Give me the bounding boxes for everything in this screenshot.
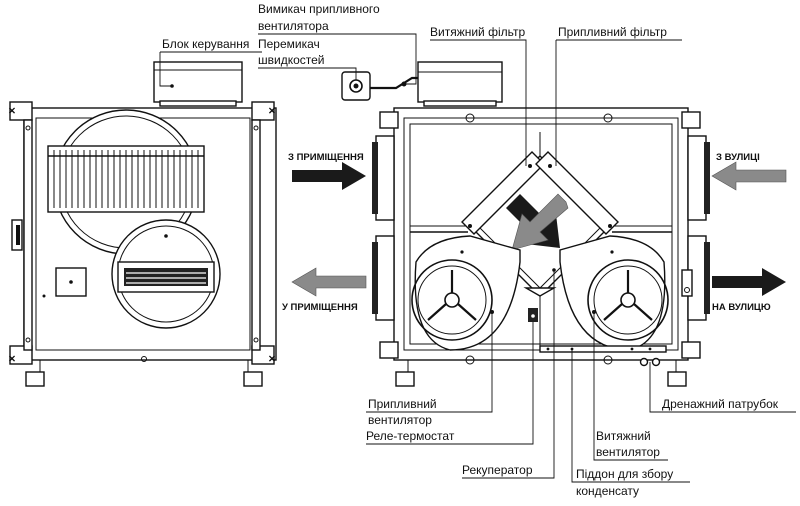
supply-fan-wheel bbox=[411, 259, 493, 341]
exhaust-fan-wheel bbox=[587, 259, 669, 341]
exhaust-fan-label-2: вентилятор bbox=[596, 445, 660, 459]
to-street-arrow bbox=[712, 268, 786, 296]
svg-text:✕: ✕ bbox=[8, 106, 16, 117]
right-front-view bbox=[341, 61, 710, 387]
from-room-arrow bbox=[292, 162, 366, 190]
svg-text:✕: ✕ bbox=[268, 354, 276, 365]
callout-labels: Блок керування Вимикач припливного венти… bbox=[162, 2, 779, 498]
exhaust-fan-housing bbox=[559, 235, 666, 351]
exhaust-filter-label: Витяжний фільтр bbox=[430, 25, 525, 39]
control-box bbox=[153, 61, 243, 103]
supply-fan-label-2: вентилятор bbox=[368, 413, 432, 427]
leader-lines bbox=[159, 33, 796, 483]
supply-fan-switch-label-1: Вимикач припливного bbox=[258, 2, 380, 16]
left-lower-flange bbox=[375, 235, 395, 321]
condensate-tray-label-1: Піддон для збору bbox=[576, 467, 673, 481]
condensate-tray-label-2: конденсату bbox=[576, 484, 639, 498]
drain-pipe bbox=[639, 357, 649, 367]
supply-fan-switch-label-2: вентилятора bbox=[258, 19, 329, 33]
top-fan-switch-box bbox=[417, 61, 503, 103]
svg-text:✕: ✕ bbox=[8, 354, 16, 365]
from-room-label: З ПРИМІЩЕННЯ bbox=[288, 152, 364, 163]
svg-text:✕: ✕ bbox=[268, 106, 276, 117]
condensate-tray bbox=[539, 345, 667, 353]
left-upper-flange bbox=[375, 135, 395, 221]
speed-switch-label-1: Перемикач bbox=[258, 37, 320, 51]
left-side-view: ✕ ✕ ✕ ✕ bbox=[8, 61, 277, 387]
to-room-arrow bbox=[291, 267, 367, 297]
recuperator-label: Рекуператор bbox=[462, 463, 533, 477]
filter-pleats bbox=[53, 150, 199, 208]
to-street-label: НА ВУЛИЦЮ bbox=[712, 302, 771, 313]
speed-switch-label-2: швидкостей bbox=[258, 53, 325, 67]
exhaust-fan-label-1: Витяжний bbox=[596, 429, 651, 443]
right-upper-flange bbox=[687, 135, 707, 221]
supply-filter bbox=[535, 151, 619, 235]
supply-filter-label: Припливний фільтр bbox=[558, 25, 667, 39]
from-street-label: З ВУЛИЦІ bbox=[716, 152, 760, 163]
to-room-label: У ПРИМІЩЕННЯ bbox=[282, 302, 358, 313]
thermostat-relay-label: Реле-термостат bbox=[366, 429, 455, 443]
control-block-label: Блок керування bbox=[162, 37, 249, 51]
supply-fan-label-1: Припливний bbox=[368, 397, 437, 411]
drain-pipe-label: Дренажний патрубок bbox=[662, 397, 779, 411]
supply-fan-housing bbox=[414, 235, 521, 351]
flow-arrows bbox=[291, 161, 787, 297]
from-street-arrow bbox=[711, 161, 787, 191]
